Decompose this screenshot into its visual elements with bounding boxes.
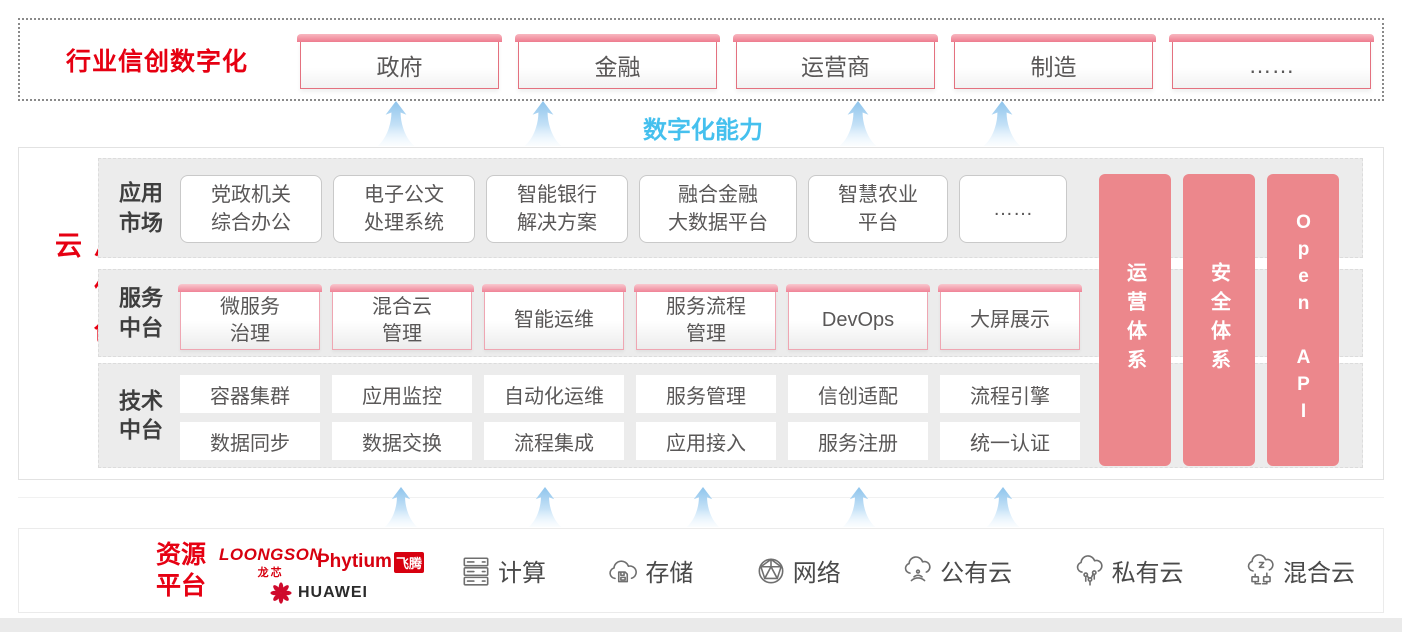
tech-box-data-sync: 数据同步 [180,422,320,460]
up-arrow-icon [986,487,1020,527]
app-box-more: …… [959,175,1067,243]
cloud-platform-section: 神州信息信创云 应用 市场 党政机关 综合办公 电子公文 处理系统 智能银行 解… [18,147,1384,480]
tech-box-container-cluster: 容器集群 [180,375,320,413]
svc-box-hybrid-cloud-mgmt: 混合云 管理 [330,284,474,350]
industry-item-government: 政府 [297,34,502,89]
tech-box-process-integration: 流程集成 [484,422,624,460]
up-arrow-icon [842,487,876,527]
svc-box-big-screen: 大屏展示 [938,284,1082,350]
industry-item-more: …… [1169,34,1374,89]
app-box-smart-banking: 智能银行 解决方案 [486,175,628,243]
public-cloud-icon [904,555,931,581]
tech-box-service-registry: 服务注册 [788,422,928,460]
vendor-logos: LOONGSON 龙芯 Phytium 飞腾 [214,529,504,612]
service-platform-items: 微服务 治理 混合云 管理 智能运维 服务流程 管理 DevOps 大屏展示 [178,284,1082,350]
bottom-strip [0,618,1402,632]
industry-section: 行业信创数字化 政府 金融 运营商 制造 …… [18,18,1384,101]
up-arrow-icon [686,487,720,527]
huawei-flower-icon [270,582,292,604]
industry-item-finance: 金融 [515,34,720,89]
svc-box-intelligent-ops: 智能运维 [482,284,626,350]
loongson-logo: LOONGSON 龙芯 [219,545,323,579]
app-box-edoc-system: 电子公文 处理系统 [333,175,475,243]
up-arrow-icon [524,101,562,146]
huawei-logo: HUAWEI [269,581,368,605]
up-arrow-icon [839,101,877,146]
app-market-items: 党政机关 综合办公 电子公文 处理系统 智能银行 解决方案 融合金融 大数据平台… [180,175,1067,243]
industry-section-title: 行业信创数字化 [66,47,249,76]
app-market-label: 应用 市场 [118,180,163,235]
service-platform-row: 服务 中台 微服务 治理 混合云 管理 智能运维 服务流程 管理 DevOps … [98,269,1363,357]
resource-item-storage: 存储 [606,553,693,588]
resource-platform-section: 资源 平台 LOONGSON 龙芯 Phytium 飞腾 [18,528,1384,613]
svc-box-microservice-governance: 微服务 治理 [178,284,322,350]
resource-item-network: 网络 [754,553,841,588]
svc-box-service-process-mgmt: 服务流程 管理 [634,284,778,350]
tech-box-unified-auth: 统一认证 [940,422,1080,460]
tech-box-service-mgmt: 服务管理 [636,375,776,413]
resource-items: 计算 存储 网络 [459,529,1355,612]
tech-items-bottom: 数据同步 数据交换 流程集成 应用接入 服务注册 统一认证 [180,422,1080,460]
resource-item-hybrid-cloud: 混合云 [1244,553,1355,588]
tech-platform-label: 技术 中台 [118,387,163,443]
up-arrow-icon [983,101,1021,146]
pillar-security-system: 安全体系 [1183,174,1255,466]
tech-platform-row: 技术 中台 容器集群 应用监控 自动化运维 服务管理 信创适配 流程引擎 数据同… [98,363,1363,468]
resource-item-public-cloud: 公有云 [901,553,1012,588]
compute-icon [463,556,489,586]
up-arrow-icon [384,487,418,527]
pillar-open-api: Open API [1267,174,1339,466]
tech-box-app-access: 应用接入 [636,422,776,460]
tech-items-top: 容器集群 应用监控 自动化运维 服务管理 信创适配 流程引擎 [180,375,1080,413]
phytium-logo: Phytium 飞腾 [317,551,424,573]
resource-platform-title: 资源 平台 [156,540,207,600]
tech-box-process-engine: 流程引擎 [940,375,1080,413]
tech-box-data-exchange: 数据交换 [332,422,472,460]
industry-item-manufacturing: 制造 [951,34,1156,89]
hybrid-cloud-icon [1247,553,1274,585]
app-box-party-gov-office: 党政机关 综合办公 [180,175,322,243]
tech-box-automated-ops: 自动化运维 [484,375,624,413]
up-arrow-icon [377,101,415,146]
pillar-operations-system: 运营体系 [1099,174,1171,466]
capability-label: 数字化能力 [643,117,763,144]
private-cloud-icon [1076,554,1103,586]
tech-box-app-monitoring: 应用监控 [332,375,472,413]
app-box-finance-bigdata: 融合金融 大数据平台 [639,175,797,243]
industry-items: 政府 金融 运营商 制造 …… [297,34,1374,89]
tech-box-xinchuang-adaptation: 信创适配 [788,375,928,413]
svc-box-devops: DevOps [786,284,930,350]
storage-icon [609,559,638,582]
network-icon [758,558,784,583]
up-arrow-icon [528,487,562,527]
resource-item-compute: 计算 [459,553,546,588]
resource-item-private-cloud: 私有云 [1073,553,1184,588]
industry-item-operator: 运营商 [733,34,938,89]
app-box-smart-agriculture: 智慧农业 平台 [808,175,948,243]
service-platform-label: 服务 中台 [118,285,163,340]
app-market-row: 应用 市场 党政机关 综合办公 电子公文 处理系统 智能银行 解决方案 融合金融… [98,158,1363,258]
